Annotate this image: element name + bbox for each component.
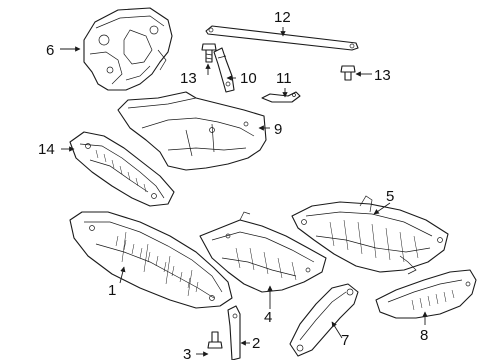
part-12-strut-rod[interactable] [205,25,359,51]
callout-14: 14 [38,141,55,158]
callout-10: 10 [240,70,257,87]
callout-12: 12 [274,9,291,26]
callout-9: 9 [274,121,282,138]
part-3-bolt[interactable] [207,331,223,349]
callout-4: 4 [264,309,272,326]
callout-1: 1 [108,282,116,299]
part-8-side-panel[interactable] [375,269,477,319]
callout-2: 2 [252,335,260,352]
part-10-bracket[interactable] [213,47,235,93]
callout-6: 6 [46,42,54,59]
part-6-engine-shield[interactable] [83,7,173,91]
callout-11: 11 [276,70,292,87]
callout-7: 7 [341,332,349,349]
callout-labels: 6 12 13 10 11 13 9 14 5 1 4 3 2 7 8 [38,9,428,360]
part-5-rear-panel[interactable] [291,195,449,275]
leader-lines [60,27,428,357]
callout-13-left: 13 [180,70,197,87]
callout-5: 5 [386,188,394,205]
callout-8: 8 [420,327,428,344]
part-4-center-panel[interactable] [199,211,327,293]
part-9-underguard[interactable] [117,91,267,171]
part-14-side-panel[interactable] [69,131,175,207]
part-11-bracket[interactable] [261,91,301,103]
part-7-support[interactable] [289,283,359,357]
part-2-bracket[interactable] [227,305,241,360]
part-13-bolt-right[interactable] [340,65,356,81]
part-13-bolt-left[interactable] [201,43,217,63]
callout-13-right: 13 [374,67,391,84]
callout-3: 3 [183,346,191,360]
part-1-front-underbody[interactable] [69,211,233,309]
